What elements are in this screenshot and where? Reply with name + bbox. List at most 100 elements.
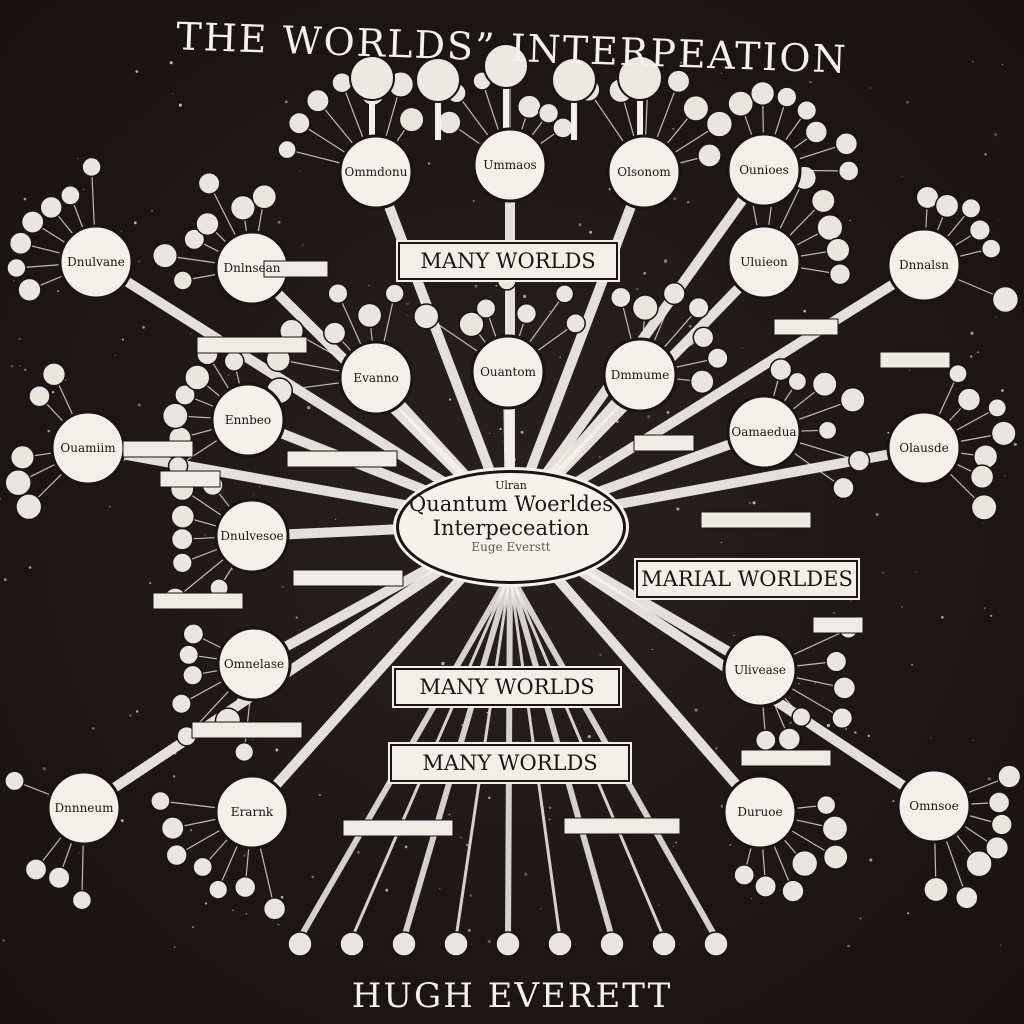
leaf-bubble [39,195,63,220]
star-dot [83,188,85,191]
star-dot [318,794,321,797]
star-dot [599,653,602,656]
star-dot [427,162,431,165]
leaf-bubble [985,835,1010,860]
star-dot [10,364,14,368]
leaf-bubble [796,99,818,122]
star-dot [23,197,27,201]
leaf-bubble [987,791,1011,814]
node-label-bottom-left2: Erarnk [230,805,274,819]
top-bubble [349,55,395,101]
star-dot [275,748,279,752]
star-dot [57,290,60,293]
leaf-bubble [339,931,365,957]
leaf-bubble [839,386,866,413]
star-dot [252,738,254,740]
star-dot [1013,442,1017,446]
star-dot [548,806,552,810]
tag-plaque [812,616,864,634]
star-dot [826,723,831,728]
star-dot [441,661,445,666]
star-dot [404,845,408,849]
star-dot [0,497,2,500]
star-dot [42,767,46,771]
leaf-bubble [651,931,677,957]
star-dot [686,201,690,204]
star-dot [672,845,675,848]
leaf-bubble [991,285,1020,314]
leaf-bubble [697,143,722,168]
tag-plaque [159,470,221,488]
leaf-bubble [537,102,560,124]
leaf-bubble [391,931,417,957]
star-dot [995,316,997,318]
leaf-bubble [825,650,848,673]
leaf-bubble [398,106,425,133]
leaf-bubble [956,387,982,412]
star-dot [51,391,55,394]
leaf-bubble [965,849,993,878]
node-label-far-right1: Dnnalsn [899,258,949,272]
star-dot [172,93,174,95]
node-label-top1: Ommdonu [344,165,408,179]
star-dot [520,430,524,434]
star-dot [135,70,139,73]
leaf-bubble [955,885,979,910]
star-dot [136,710,139,713]
star-dot [941,615,944,619]
leaf-bubble [223,350,245,372]
star-dot [173,946,176,949]
star-dot [108,505,111,508]
leaf-bubble [749,80,776,107]
leaf-bubble [183,228,206,251]
tag-plaque [700,511,812,529]
star-dot [406,314,408,316]
trunk-branch [91,257,515,529]
tag-plaque [196,336,308,354]
leaf-bubble [172,270,193,291]
leaf-bubble [934,193,960,219]
star-dot [715,747,718,750]
star-dot [243,854,246,857]
leaf-bubble [384,283,405,304]
star-dot [489,432,490,434]
tag-plaque [342,819,454,837]
banner-many-worlds-middle: MANY WORLDS [394,668,620,706]
star-dot [972,739,974,742]
node-label-far-left2: Ouamiim [60,441,116,455]
tag-plaque [773,318,839,336]
star-dot [488,796,491,800]
star-dot [599,456,601,458]
leaf-bubble [781,879,805,903]
hub-node [602,337,678,413]
leaf-bubble [495,931,521,957]
leaf-bubble [787,371,808,392]
node-label-bottom-right2: Omnsoe [909,799,959,813]
star-dot [971,60,974,63]
node-label-right3: Ulivease [733,663,787,677]
star-dot [1001,64,1004,66]
leaf-bubble [769,358,793,382]
star-dot [1004,475,1006,477]
tag-plaque [122,440,194,458]
hub-node [726,224,802,300]
leaf-bubble [171,552,193,574]
star-dot [803,309,806,313]
tag-plaque [740,749,832,767]
star-dot [887,431,890,434]
star-dot [133,221,137,225]
star-dot [231,909,234,912]
leaf-bubble [331,71,353,94]
star-dot [666,410,670,414]
star-dot [694,708,698,712]
banner-marial-worlds: MARIAL WORLDES [636,560,858,598]
leaf-bubble [816,214,844,242]
leaf-bubble [262,897,287,921]
leaf-bubble [41,362,67,387]
star-dot [121,338,124,341]
star-dot [406,302,409,305]
tag-plaque [286,450,398,468]
leaf-bubble [20,210,45,234]
top-bubble [483,43,529,89]
star-dot [906,101,909,104]
